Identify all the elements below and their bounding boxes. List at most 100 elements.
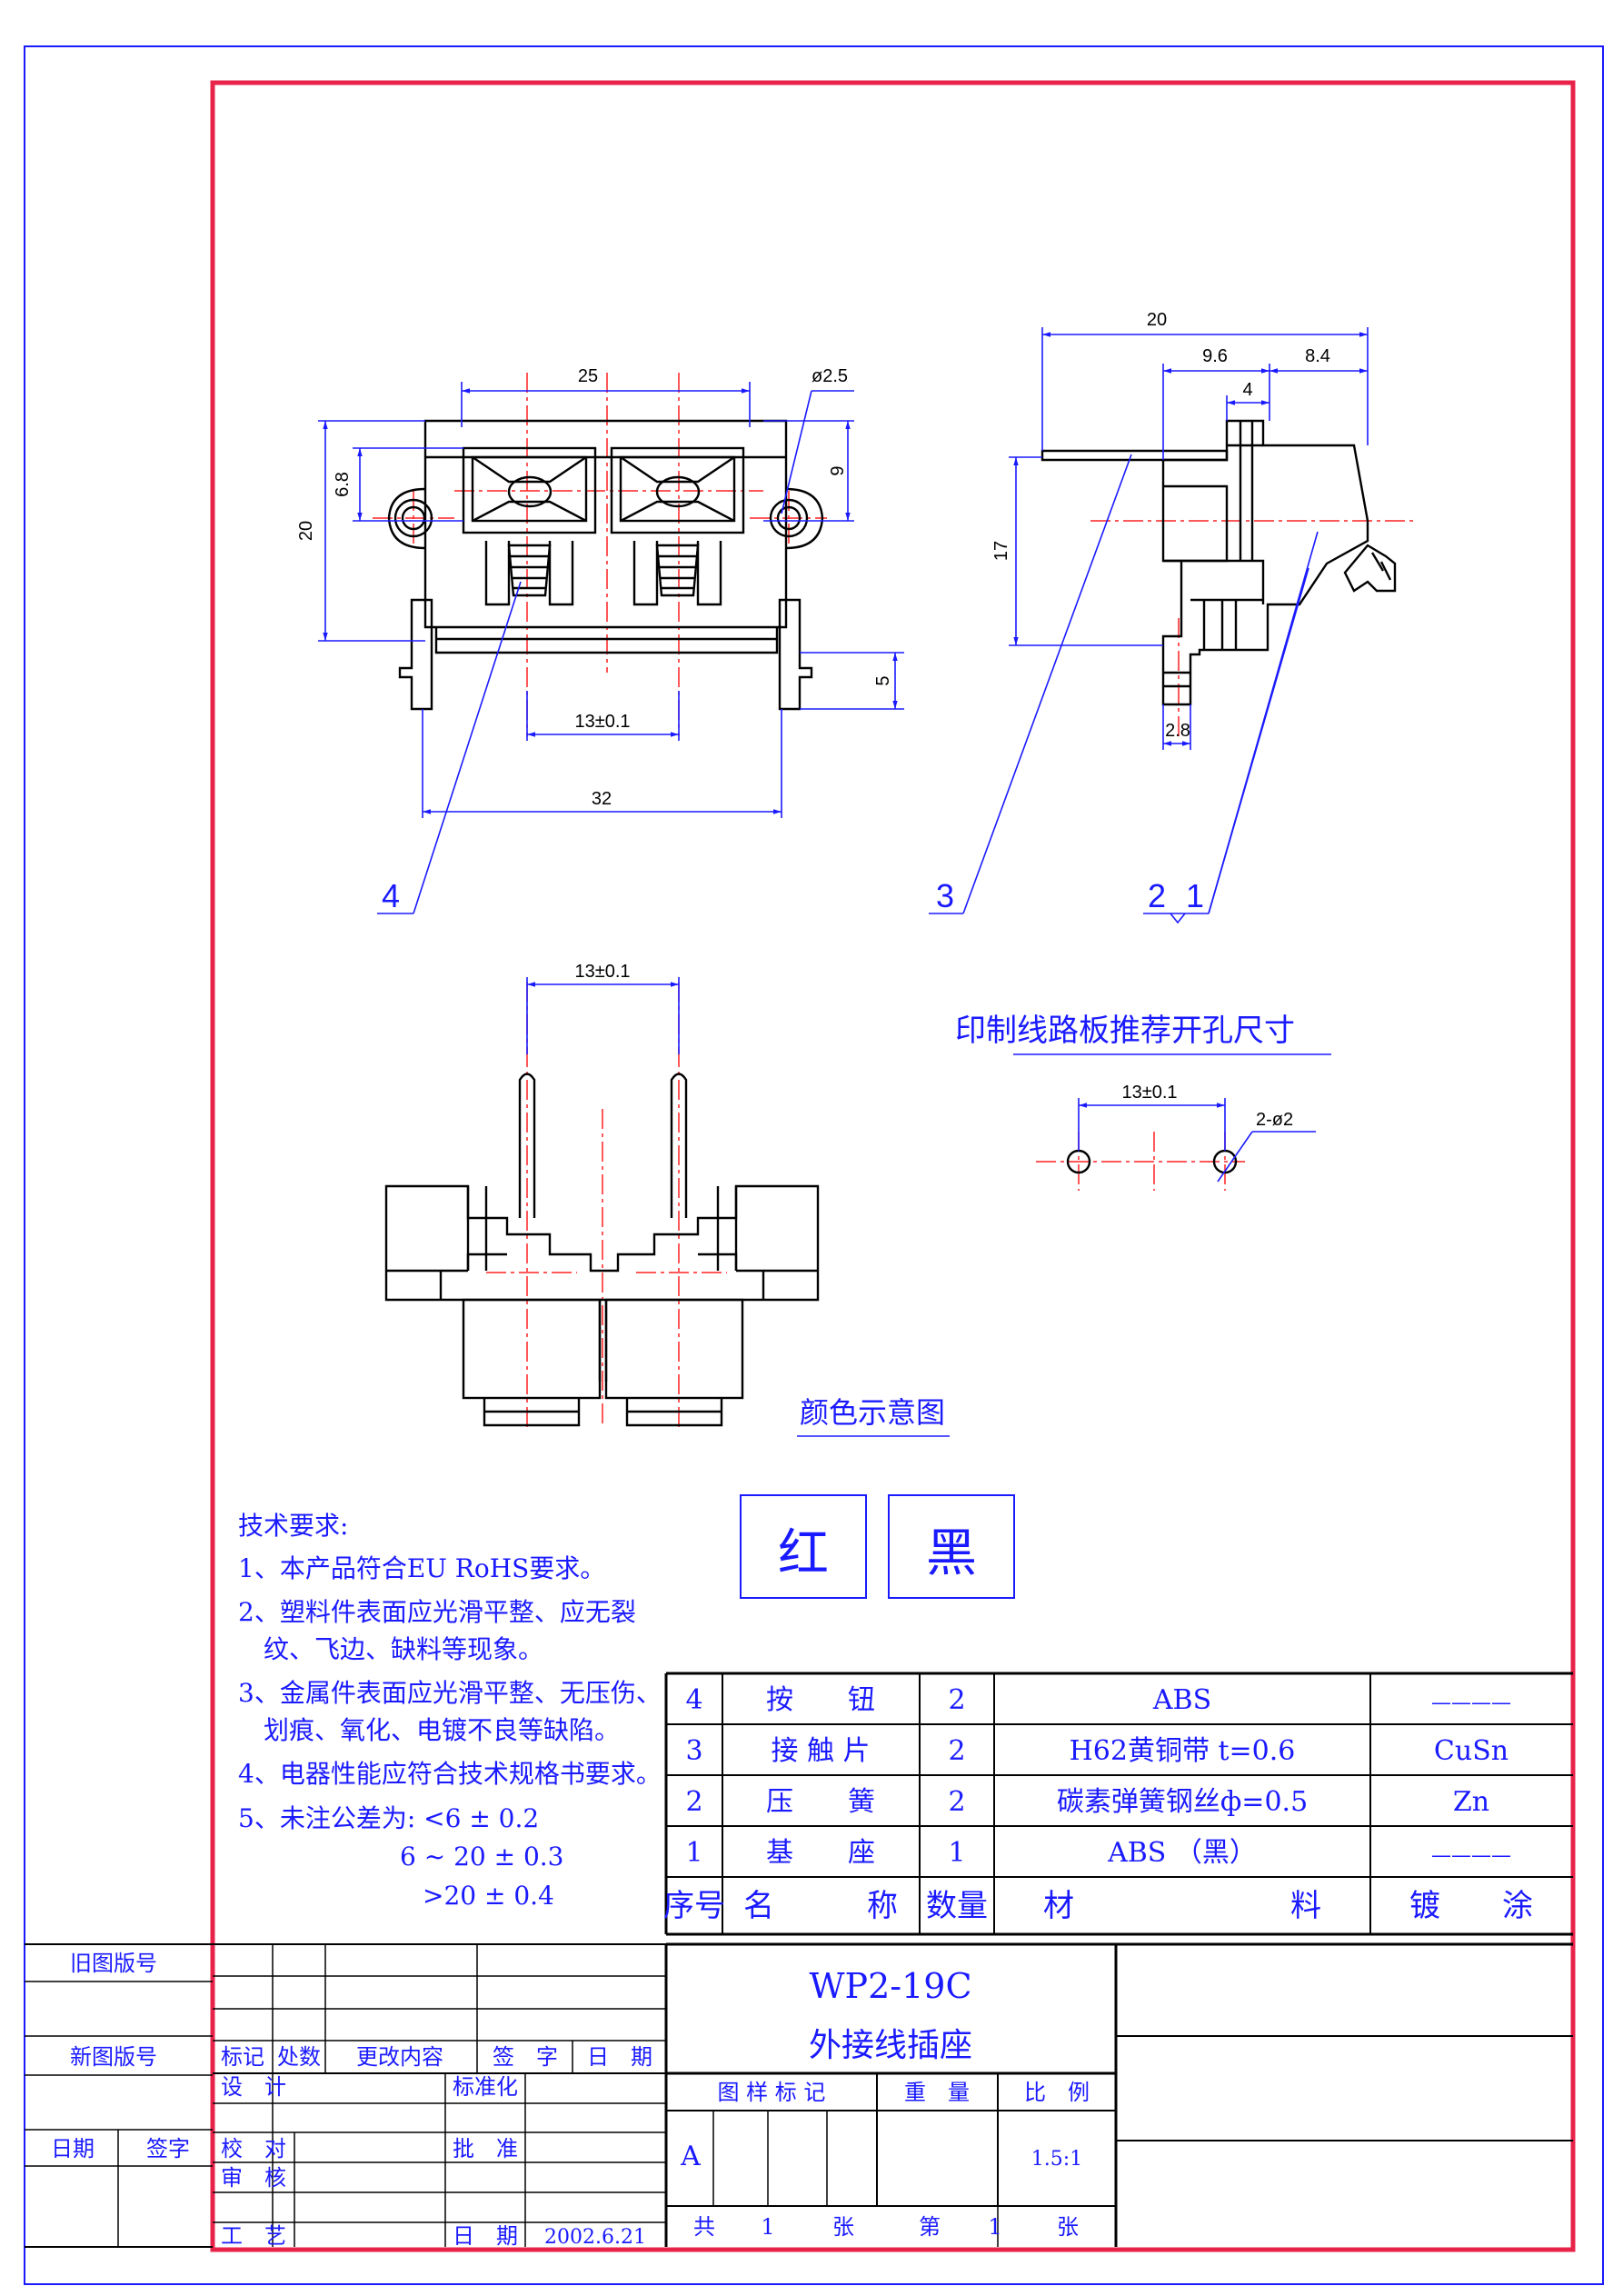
front-view: 25 ø2.5 20 6.8 9 5 13±0.1 32 4 [296,366,904,914]
tech-line-7: 5、未注公差为: <6 ± 0.2 [238,1803,539,1833]
signature-label: 签 字 [493,2044,558,2070]
dim-32-label: 32 [592,789,612,809]
dim-pitch-bottom-label: 13±0.1 [574,962,630,982]
bom-row-2-qty: 2 [948,1786,965,1818]
tech-line-1: 1、本产品符合EU RoHS要求。 [238,1553,605,1583]
sheet-unit-1: 张 [832,2214,854,2240]
bom-header-material: 材 料 [1043,1888,1321,1924]
scale-label: 比 例 [1024,2080,1090,2105]
dim-5-label: 5 [873,675,893,685]
tech-title: 技术要求: [238,1511,348,1541]
pcb-layout: 印制线路板推荐开孔尺寸 13±0.1 2-ø2 [955,1013,1331,1191]
review-label: 审 核 [221,2165,286,2191]
dim-4-label: 4 [1242,380,1252,400]
bom-header-no: 序号 [663,1888,725,1924]
dim-side-20-label: 20 [1147,310,1167,330]
part-name: 外接线插座 [809,2027,972,2064]
outer-frame [24,45,1604,2285]
pattern-mark-label: 图 样 标 记 [718,2080,826,2105]
dim-pcb-holes-label: 2-ø2 [1256,1110,1293,1130]
period-label: 日 期 [587,2044,652,2070]
date-label-left: 日期 [51,2136,95,2161]
callout-2: 2 [1148,877,1166,914]
dim-17-label: 17 [991,541,1011,561]
tech-line-8: 6 ~ 20 ± 0.3 [400,1842,564,1872]
total-label: 共 [693,2214,715,2240]
dim-25-label: 25 [578,366,598,386]
approve-label: 批 准 [453,2136,518,2161]
bom-row-4-no: 4 [685,1684,702,1716]
dim-8-4-label: 8.4 [1305,346,1330,366]
pattern-value: A [680,2141,701,2172]
dim-9-6-label: 9.6 [1202,346,1228,366]
side-view: 20 9.6 8.4 4 17 2.8 3 2 1 [929,310,1418,924]
bom-row-2-name: 压 簧 [766,1786,875,1818]
dim-2-8-label: 2.8 [1165,721,1190,741]
tech-line-2: 2、塑料件表面应光滑平整、应无裂 [238,1597,636,1627]
bom-row-4-plating: ———— [1431,1692,1511,1714]
new-version-label: 新图版号 [70,2044,157,2070]
color-legend-title: 颜色示意图 [800,1395,945,1430]
bom-row-4-qty: 2 [948,1684,965,1716]
old-version-label: 旧图版号 [70,1951,157,1976]
process-label: 工 艺 [221,2223,286,2249]
design-label: 设 计 [221,2074,286,2100]
total-num: 1 [761,2214,774,2240]
bom-row-1-material: ABS （黑） [1107,1837,1257,1869]
tech-line-9: >20 ± 0.4 [423,1881,554,1911]
bom-row-1-plating: ———— [1431,1844,1511,1867]
bom-row-3-qty: 2 [948,1735,965,1767]
bottom-view: 13±0.1 [384,962,820,1427]
bom-row-1-qty: 1 [948,1837,965,1869]
bom-row-3-plating: CuSn [1434,1735,1508,1767]
bom-header-name: 名 称 [743,1888,898,1924]
bom-row-4-material: ABS [1152,1684,1211,1716]
tech-line-3: 纹、飞边、缺料等现象。 [264,1634,543,1664]
color-legend: 颜色示意图 红 黑 [740,1395,1015,1599]
dim-pcb-pitch-label: 13±0.1 [1121,1083,1177,1103]
bom-row-3-no: 3 [685,1735,702,1767]
sheet-num: 1 [988,2214,1001,2240]
part-number: WP2-19C [809,1966,971,2006]
bom-row-1-name: 基 座 [766,1837,875,1869]
dim-20-label: 20 [296,521,316,541]
standard-label: 标准化 [453,2074,518,2100]
pcb-title: 印制线路板推荐开孔尺寸 [955,1013,1295,1049]
date-value: 2002.6.21 [544,2226,646,2249]
callout-3: 3 [936,877,954,914]
bom-text: 4 按 钮 2 ABS ———— 3 接 触 片 2 H62黄铜带 t=0.6 … [663,1684,1533,1924]
bom-row-3-material: H62黄铜带 t=0.6 [1070,1735,1296,1767]
scale-value: 1.5:1 [1031,2148,1082,2171]
tech-line-6: 4、电器性能应符合技术规格书要求。 [238,1759,662,1789]
dim-6-8-label: 6.8 [333,472,353,497]
check-label: 校 对 [221,2136,286,2161]
weight-label: 重 量 [904,2080,970,2105]
dim-hole-label: ø2.5 [812,366,848,386]
change-label: 更改内容 [356,2044,443,2070]
bom-table [664,1672,1573,1936]
bom-row-2-no: 2 [685,1786,702,1818]
dim-9-label: 9 [828,465,848,475]
color-red-label: 红 [778,1524,829,1583]
callout-4: 4 [382,877,400,914]
bom-row-3-name: 接 触 片 [771,1735,870,1767]
color-black-label: 黑 [926,1524,977,1583]
sheet-label: 第 [919,2214,941,2240]
bom-header-plating: 镀 涂 [1409,1888,1533,1924]
title-block-lines [25,1942,1573,2248]
callout-1: 1 [1186,877,1204,914]
bom-row-2-plating: Zn [1453,1786,1489,1818]
tech-requirements: 技术要求: 1、本产品符合EU RoHS要求。 2、塑料件表面应光滑平整、应无裂… [238,1511,662,1911]
bom-row-2-material: 碳素弹簧钢丝ф=0.5 [1057,1786,1308,1818]
bom-row-4-name: 按 钮 [766,1684,875,1716]
date-label: 日 期 [453,2223,518,2249]
inner-frame [210,80,1576,2252]
tech-line-4: 3、金属件表面应光滑平整、无压伤、 [238,1678,662,1708]
sheet-unit-2: 张 [1057,2214,1079,2240]
bom-row-1-no: 1 [685,1837,702,1869]
bom-header-qty: 数量 [926,1888,988,1924]
mark-label: 标记 [221,2044,264,2070]
tech-line-5: 划痕、氧化、电镀不良等缺陷。 [264,1715,620,1745]
dim-pitch-front-label: 13±0.1 [574,712,630,732]
